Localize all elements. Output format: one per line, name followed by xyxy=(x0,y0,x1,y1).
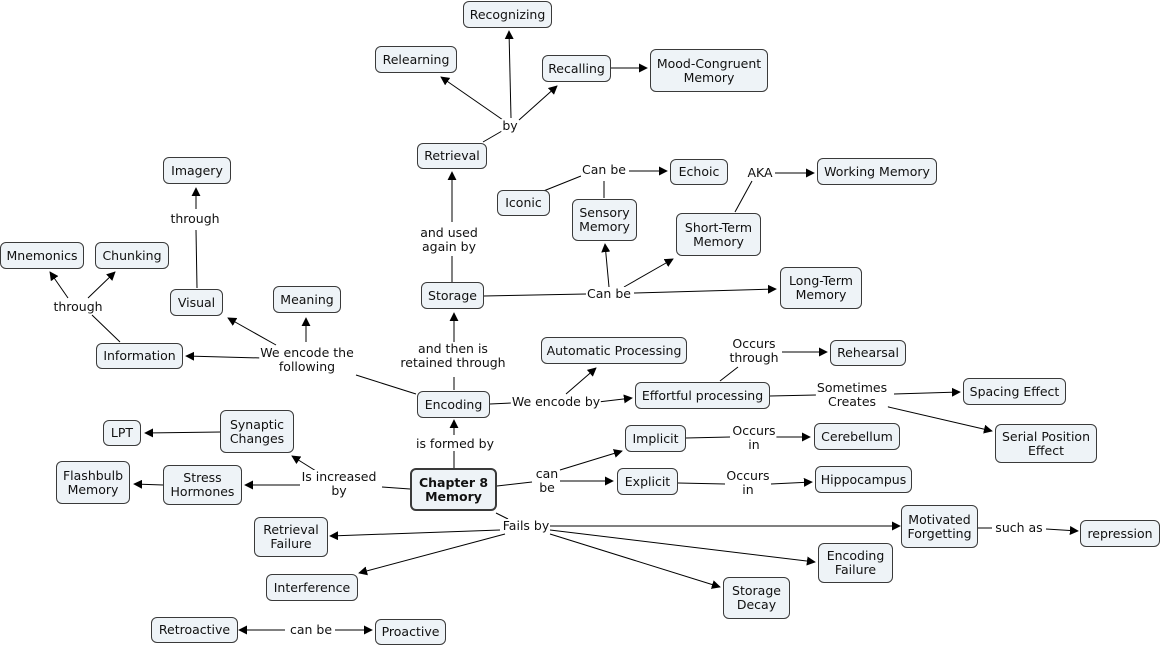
node-meaning[interactable]: Meaning xyxy=(273,286,341,313)
node-interference[interactable]: Interference xyxy=(266,574,358,601)
node-short-term-memory[interactable]: Short-Term Memory xyxy=(676,213,761,256)
link-can-be-main: can be xyxy=(534,466,560,495)
node-effortful-processing[interactable]: Effortful processing xyxy=(635,382,770,409)
node-proactive[interactable]: Proactive xyxy=(375,619,446,645)
link-is-increased-by: Is increased by xyxy=(300,469,378,498)
node-hippocampus[interactable]: Hippocampus xyxy=(815,466,912,493)
node-cerebellum[interactable]: Cerebellum xyxy=(814,423,900,450)
link-we-encode-by: We encode by xyxy=(510,394,602,409)
link-occurs-in-hippocampus: Occurs in xyxy=(725,468,771,497)
link-sometimes-creates: Sometimes Creates xyxy=(815,380,889,409)
link-aka: AKA xyxy=(746,165,774,180)
link-through-imagery: through xyxy=(169,211,221,226)
link-can-be-storage: Can be xyxy=(586,286,632,301)
node-working-memory[interactable]: Working Memory xyxy=(817,158,937,185)
link-and-then-retained: and then is retained through xyxy=(399,341,507,370)
node-sensory-memory[interactable]: Sensory Memory xyxy=(572,199,637,241)
node-storage[interactable]: Storage xyxy=(421,282,484,309)
link-we-encode-following: We encode the following xyxy=(259,345,355,374)
node-mood-congruent-memory[interactable]: Mood-Congruent Memory xyxy=(650,49,768,92)
link-through-mnemonics: through xyxy=(52,299,104,314)
node-rehearsal[interactable]: Rehearsal xyxy=(830,340,906,366)
link-and-used-again-by: and used again by xyxy=(419,225,479,254)
node-encoding[interactable]: Encoding xyxy=(417,391,490,418)
node-visual[interactable]: Visual xyxy=(170,289,223,316)
node-relearning[interactable]: Relearning xyxy=(375,46,457,73)
node-lpt[interactable]: LPT xyxy=(103,420,141,446)
link-occurs-through: Occurs through xyxy=(728,336,780,365)
node-flashbulb-memory[interactable]: Flashbulb Memory xyxy=(56,461,130,504)
node-long-term-memory[interactable]: Long-Term Memory xyxy=(780,267,862,309)
node-serial-position-effect[interactable]: Serial Position Effect xyxy=(995,424,1097,463)
node-retroactive[interactable]: Retroactive xyxy=(151,617,238,643)
link-can-be-echoic: Can be xyxy=(581,162,627,177)
node-explicit[interactable]: Explicit xyxy=(617,468,678,495)
node-imagery[interactable]: Imagery xyxy=(163,157,231,184)
node-retrieval[interactable]: Retrieval xyxy=(417,143,487,169)
node-motivated-forgetting[interactable]: Motivated Forgetting xyxy=(901,505,978,548)
node-iconic[interactable]: Iconic xyxy=(497,190,550,216)
link-by: by xyxy=(501,118,519,133)
node-information[interactable]: Information xyxy=(96,343,183,369)
node-recalling[interactable]: Recalling xyxy=(542,55,611,82)
node-retrieval-failure[interactable]: Retrieval Failure xyxy=(254,517,328,557)
node-repression[interactable]: repression xyxy=(1080,520,1160,547)
node-automatic-processing[interactable]: Automatic Processing xyxy=(541,337,687,364)
link-such-as: such as xyxy=(994,520,1044,535)
node-chapter8-memory[interactable]: Chapter 8 Memory xyxy=(410,468,497,511)
node-encoding-failure[interactable]: Encoding Failure xyxy=(818,543,893,583)
node-chunking[interactable]: Chunking xyxy=(95,242,169,269)
node-storage-decay[interactable]: Storage Decay xyxy=(723,577,790,619)
node-echoic[interactable]: Echoic xyxy=(670,159,728,185)
node-stress-hormones[interactable]: Stress Hormones xyxy=(163,465,242,505)
link-can-be-interference: can be xyxy=(288,622,334,637)
link-occurs-in-cerebellum: Occurs in xyxy=(731,423,777,452)
node-spacing-effect[interactable]: Spacing Effect xyxy=(963,378,1066,405)
node-synaptic-changes[interactable]: Synaptic Changes xyxy=(220,410,294,453)
node-recognizing[interactable]: Recognizing xyxy=(463,1,552,28)
node-implicit[interactable]: Implicit xyxy=(625,425,686,452)
link-fails-by: Fails by xyxy=(501,518,551,533)
link-is-formed-by: is formed by xyxy=(414,436,496,451)
node-mnemonics[interactable]: Mnemonics xyxy=(0,242,84,269)
